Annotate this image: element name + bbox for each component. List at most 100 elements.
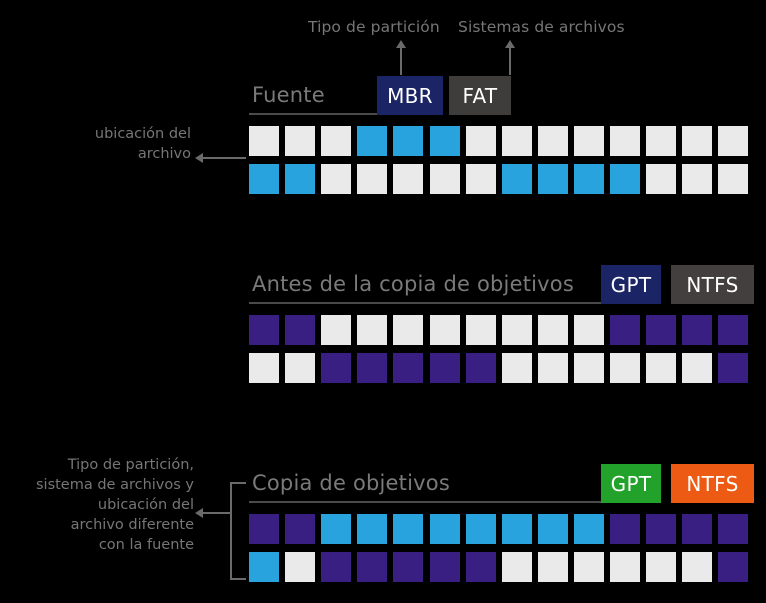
- badge-label: MBR: [387, 83, 433, 108]
- cell-empty: [501, 353, 532, 383]
- cell-purple: [682, 514, 713, 544]
- cell-purple: [718, 315, 749, 345]
- cell-purple: [285, 315, 316, 345]
- annotation-file-systems: Sistemas de archivos: [458, 18, 625, 36]
- cell-purple: [429, 353, 460, 383]
- file-system-badge-target-copy[interactable]: NTFS: [671, 464, 754, 503]
- cell-empty: [501, 315, 532, 345]
- cell-blue: [249, 164, 279, 194]
- cell-empty: [718, 164, 749, 194]
- cell-empty: [610, 552, 640, 582]
- cell-blue: [501, 514, 532, 544]
- section-rule-target-copy: [249, 501, 601, 503]
- cell-empty: [285, 126, 316, 156]
- cell-purple: [718, 552, 749, 582]
- cell-blue: [610, 164, 640, 194]
- cell-empty: [249, 353, 279, 383]
- section-rule-before-target-copy: [249, 302, 601, 304]
- cell-empty: [357, 164, 388, 194]
- cell-empty: [465, 164, 496, 194]
- cell-blue: [249, 552, 279, 582]
- section-title-target-copy: Copia de objetivos: [252, 471, 450, 495]
- cell-empty: [249, 126, 279, 156]
- cell-blue: [537, 164, 568, 194]
- cell-purple: [718, 514, 749, 544]
- cell-purple: [357, 353, 388, 383]
- cell-empty: [537, 315, 568, 345]
- cell-purple: [249, 315, 279, 345]
- annotation-different-from-source: Tipo de partición, sistema de archivos y…: [35, 457, 194, 553]
- badge-label: GPT: [610, 272, 652, 297]
- cell-blue: [573, 164, 604, 194]
- cell-purple: [610, 315, 640, 345]
- cell-empty: [682, 164, 713, 194]
- arrow-left-different-from-source: [195, 508, 232, 518]
- section-title-source: Fuente: [252, 83, 325, 107]
- cell-purple: [393, 353, 424, 383]
- cell-blue: [393, 514, 424, 544]
- arrow-up-partition-type: [396, 40, 406, 75]
- cell-empty: [501, 552, 532, 582]
- cell-empty: [718, 126, 749, 156]
- cell-empty: [285, 353, 316, 383]
- cell-grid-before-target-copy: [249, 315, 754, 385]
- cell-purple: [285, 514, 316, 544]
- annotation-partition-type: Tipo de partición: [308, 18, 440, 36]
- cell-empty: [573, 126, 604, 156]
- cell-empty: [682, 126, 713, 156]
- file-system-badge-source[interactable]: FAT: [449, 76, 511, 115]
- cell-empty: [610, 353, 640, 383]
- cell-blue: [393, 126, 424, 156]
- cell-blue: [285, 164, 316, 194]
- bracket-target-copy: [230, 482, 246, 580]
- cell-empty: [537, 353, 568, 383]
- cell-purple: [321, 353, 352, 383]
- cell-blue: [465, 514, 496, 544]
- cell-purple: [249, 514, 279, 544]
- arrow-up-file-systems: [505, 40, 515, 75]
- cell-empty: [646, 353, 677, 383]
- section-rule-source: [249, 113, 377, 115]
- file-system-badge-before-target-copy[interactable]: NTFS: [671, 265, 754, 304]
- cell-empty: [682, 552, 713, 582]
- section-title-before-target-copy: Antes de la copia de objetivos: [252, 272, 574, 296]
- cell-blue: [321, 514, 352, 544]
- cell-empty: [682, 353, 713, 383]
- partition-type-badge-before-target-copy[interactable]: GPT: [601, 265, 661, 304]
- cell-empty: [285, 552, 316, 582]
- cell-purple: [718, 353, 749, 383]
- cell-purple: [646, 514, 677, 544]
- cell-purple: [682, 315, 713, 345]
- cell-purple: [646, 315, 677, 345]
- cell-empty: [393, 315, 424, 345]
- cell-purple: [429, 552, 460, 582]
- cell-empty: [573, 552, 604, 582]
- cell-empty: [393, 164, 424, 194]
- cell-purple: [393, 552, 424, 582]
- cell-blue: [357, 514, 388, 544]
- cell-empty: [357, 315, 388, 345]
- cell-empty: [429, 315, 460, 345]
- cell-purple: [465, 353, 496, 383]
- badge-label: NTFS: [686, 272, 739, 297]
- cell-empty: [321, 315, 352, 345]
- cell-empty: [429, 164, 460, 194]
- partition-type-badge-source[interactable]: MBR: [377, 76, 443, 115]
- cell-empty: [573, 315, 604, 345]
- cell-blue: [357, 126, 388, 156]
- cell-empty: [610, 126, 640, 156]
- cell-grid-target-copy: [249, 514, 754, 584]
- cell-empty: [573, 353, 604, 383]
- cell-blue: [501, 164, 532, 194]
- cell-empty: [537, 552, 568, 582]
- cell-grid-source: [249, 126, 754, 196]
- cell-purple: [465, 552, 496, 582]
- cell-blue: [537, 514, 568, 544]
- cell-purple: [610, 514, 640, 544]
- cell-empty: [646, 164, 677, 194]
- cell-empty: [465, 126, 496, 156]
- partition-type-badge-target-copy[interactable]: GPT: [601, 464, 661, 503]
- cell-empty: [646, 552, 677, 582]
- cell-empty: [646, 126, 677, 156]
- cell-purple: [357, 552, 388, 582]
